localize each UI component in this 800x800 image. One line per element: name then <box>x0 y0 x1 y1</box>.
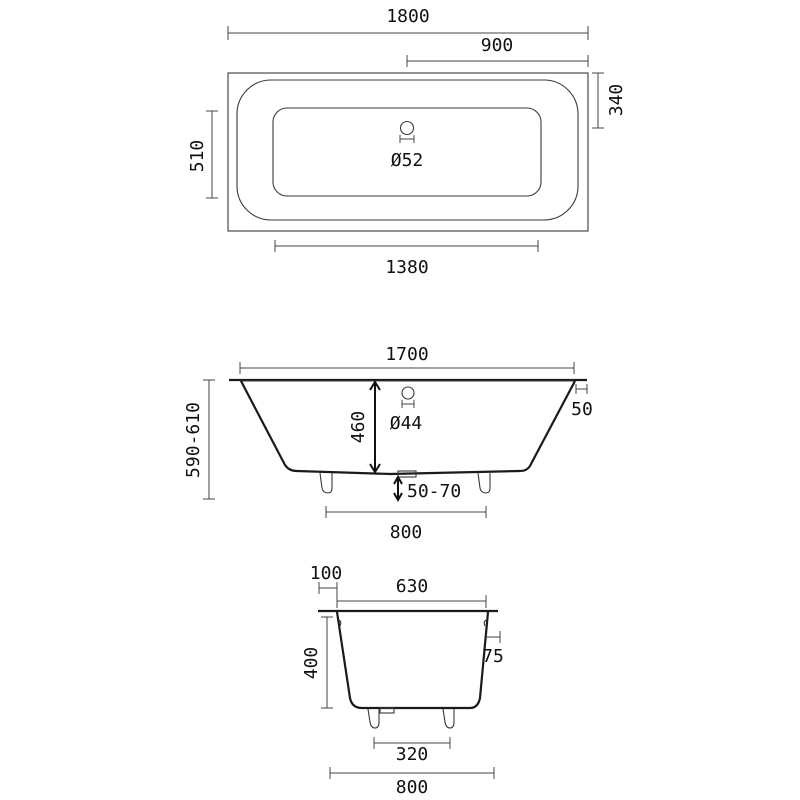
total-height-label: 590-610 <box>183 402 204 478</box>
drain-edge-offset-label: 340 <box>606 84 627 117</box>
drain-icon <box>399 120 415 136</box>
tub-rim-outline <box>236 79 579 221</box>
drain-offset-label: 900 <box>481 35 514 56</box>
overall-width-label: 510 <box>187 140 208 173</box>
side-drain-fitting <box>397 470 417 478</box>
drain-diameter-label: Ø52 <box>391 150 424 171</box>
side-tub-body <box>240 380 576 476</box>
tub-basin-outline <box>272 107 542 197</box>
overflow-diameter-label: Ø44 <box>390 413 423 434</box>
top-view: 1800 900 Ø52 340 510 1380 <box>187 6 627 278</box>
end-rim-detail-left <box>338 619 342 627</box>
end-drain-fitting <box>379 707 395 714</box>
arrow-head <box>369 380 381 391</box>
top-width-label: 630 <box>396 576 429 597</box>
arrow-head <box>369 463 381 474</box>
end-rim-detail-right <box>483 619 487 627</box>
end-depth-label: 400 <box>301 647 322 680</box>
inner-length-label: 1380 <box>385 257 428 278</box>
depth-label: 460 <box>348 411 369 444</box>
rim-thickness-label: 50 <box>571 399 593 420</box>
end-leg-spacing-label: 320 <box>396 744 429 765</box>
tub-outer-outline <box>227 72 589 232</box>
side-view: 1700 Ø44 460 50-70 590-610 <box>183 344 593 543</box>
end-rim-thickness-label: 75 <box>482 646 504 667</box>
end-tub-body <box>335 611 490 710</box>
overall-length-label: 1800 <box>386 6 429 27</box>
end-leg-left <box>367 708 380 729</box>
side-leg-right <box>477 472 491 494</box>
top-length-label: 1700 <box>385 344 428 365</box>
end-leg-right <box>442 708 455 729</box>
arrow-head <box>393 492 403 503</box>
overflow-icon <box>401 386 415 400</box>
leg-adjustment-label: 50-70 <box>407 481 461 502</box>
side-leg-spacing-label: 800 <box>390 522 423 543</box>
end-overall-width-label: 800 <box>396 777 429 798</box>
rim-offset-label: 100 <box>310 563 343 584</box>
arrow-head <box>393 474 403 485</box>
side-leg-left <box>319 472 333 494</box>
end-view: 100 630 75 400 320 800 <box>301 563 504 798</box>
